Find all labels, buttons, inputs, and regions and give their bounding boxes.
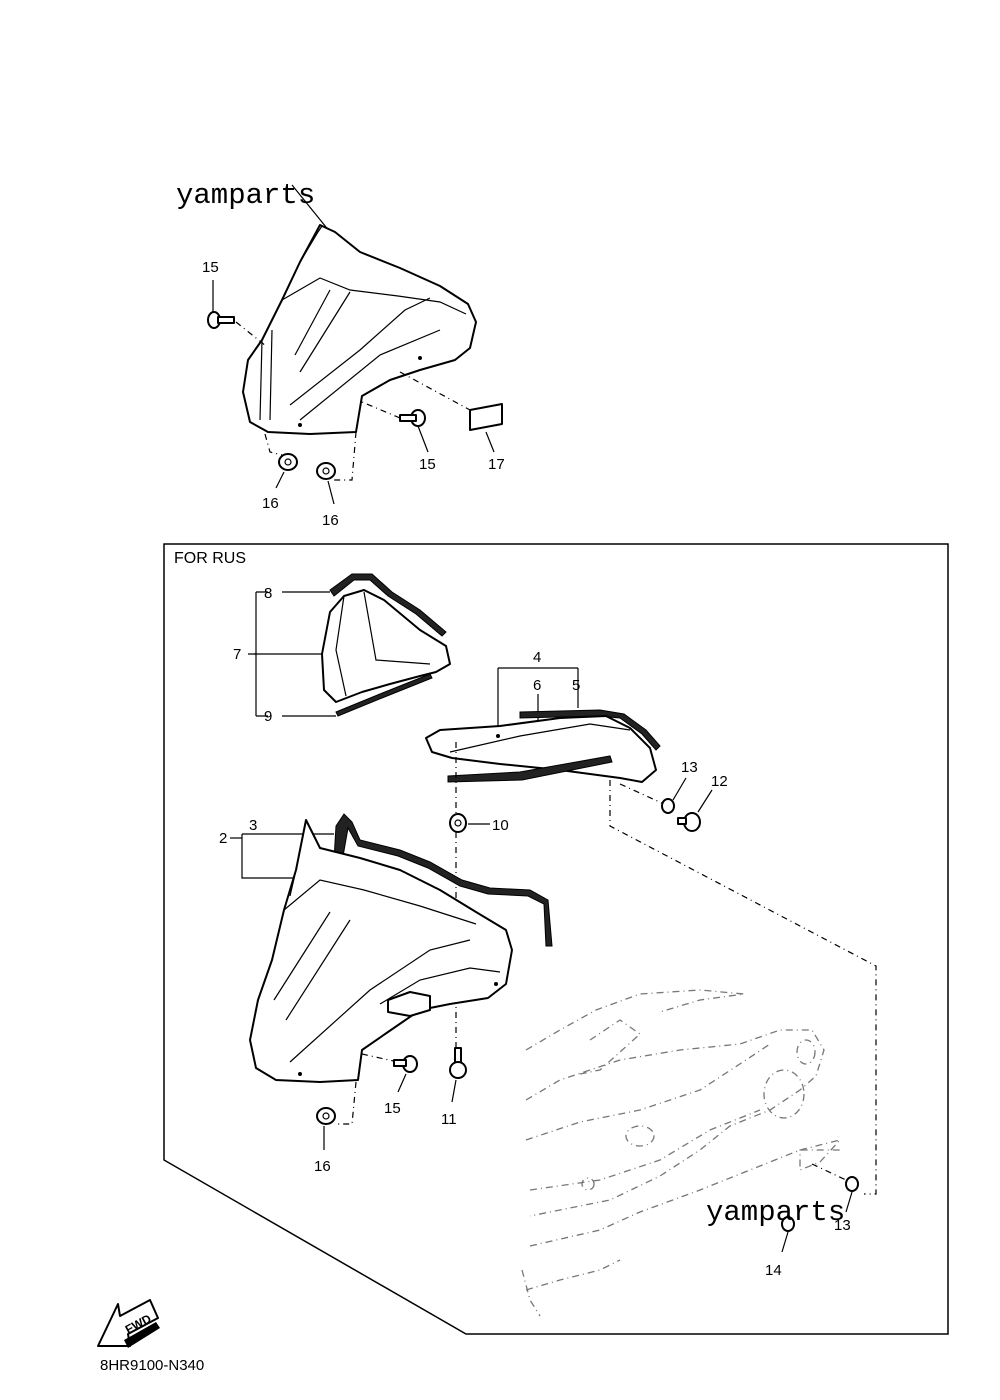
label-17	[469, 403, 503, 431]
callout-10: 10	[492, 817, 509, 834]
watermark-bottom: yamparts	[706, 1196, 845, 1229]
windshield-top	[242, 224, 477, 435]
for-rus-box: FOR RUS 8 7 9 4 6 5	[163, 543, 949, 1335]
grommet-16-left	[278, 453, 298, 471]
watermark-leader-top	[291, 184, 331, 233]
callout-6: 6	[533, 677, 541, 694]
seal-strip-9	[335, 673, 433, 717]
callout-15-right: 15	[419, 456, 436, 473]
assembly-leader-right	[609, 780, 877, 1195]
for-rus-box-outline	[163, 543, 949, 1335]
callout-16-lower: 16	[314, 1158, 331, 1175]
grommet-16-right	[316, 462, 336, 480]
bolt-15-upper	[207, 311, 235, 329]
panel-4	[425, 715, 657, 783]
box-title: FOR RUS	[174, 550, 246, 567]
callout-13-lower: 13	[834, 1217, 851, 1234]
bolt-12	[677, 812, 701, 832]
callout-13-upper: 13	[681, 759, 698, 776]
bolt-15-lower	[393, 1055, 418, 1073]
nut-10	[449, 813, 467, 833]
callout-5: 5	[572, 677, 580, 694]
watermark-top: yamparts	[176, 179, 315, 212]
callout-12: 12	[711, 773, 728, 790]
seal-strip-6	[447, 755, 613, 783]
callout-17: 17	[488, 456, 505, 473]
diagram-code: 8HR9100-N340	[100, 1357, 204, 1374]
collar-14	[781, 1216, 795, 1232]
callout-9: 9	[264, 708, 272, 725]
callout-15-upper: 15	[202, 259, 219, 276]
callout-2: 2	[219, 830, 227, 847]
callout-3: 3	[249, 817, 257, 834]
callout-4: 4	[533, 649, 541, 666]
top-windshield-assembly: yamparts 15 15 17	[176, 179, 505, 529]
bolt-15-right	[399, 409, 426, 427]
callout-7: 7	[233, 646, 241, 663]
windshield-rus	[249, 819, 513, 1083]
callout-11: 11	[441, 1111, 457, 1128]
seal-strip-8	[329, 573, 447, 637]
windshield-top-inner	[281, 277, 467, 315]
callout-8: 8	[264, 585, 272, 602]
washer-13-lower	[845, 1176, 859, 1192]
screw-11	[449, 1047, 467, 1079]
callout-14: 14	[765, 1262, 782, 1279]
grommet-16-lower	[316, 1107, 336, 1125]
fwd-arrow: FWD	[97, 1299, 160, 1348]
seal-strip-3	[333, 813, 553, 947]
motorcycle-front-phantom	[521, 989, 842, 1317]
callout-15-lower: 15	[384, 1100, 401, 1117]
callout-16-right: 16	[322, 512, 339, 529]
callout-16-left: 16	[262, 495, 279, 512]
bracket-2-3	[241, 833, 334, 879]
windshield-top-edge	[299, 225, 323, 263]
washer-13-upper	[661, 798, 675, 814]
inner-panel-7	[321, 589, 451, 703]
windshield-rus-cutout	[387, 991, 431, 1017]
